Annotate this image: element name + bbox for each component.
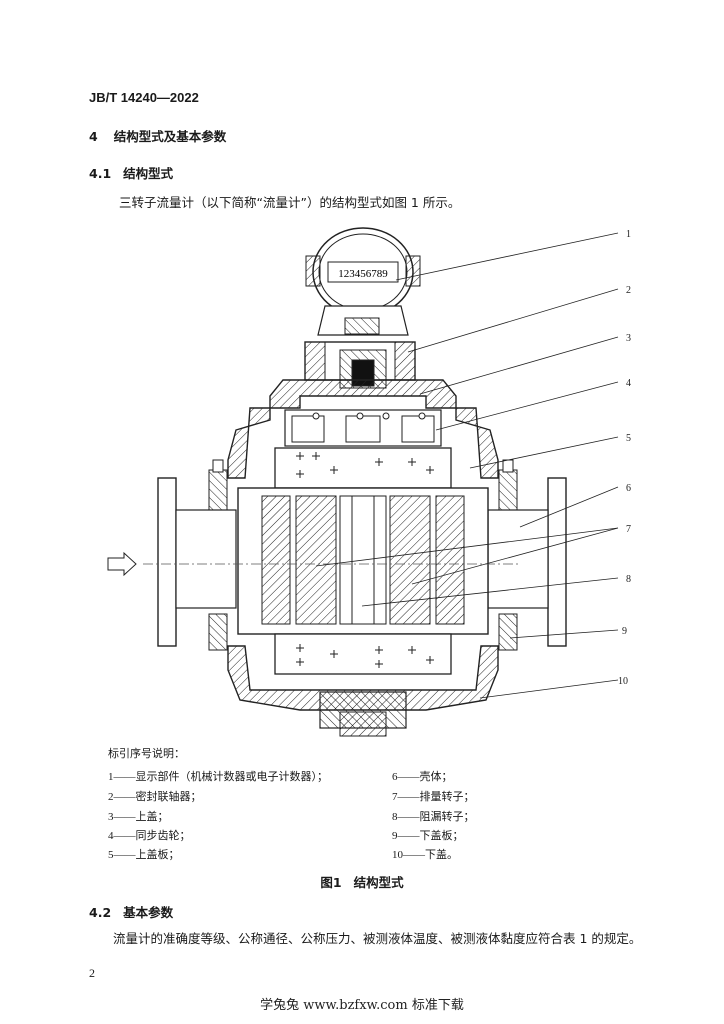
legend-title: 标引序号说明：	[108, 747, 185, 760]
section-4-number: 4	[89, 129, 98, 144]
lower-cover	[227, 645, 499, 711]
lower-plate	[274, 633, 452, 675]
callout-8: 8	[626, 574, 631, 585]
callout-4: 4	[626, 378, 631, 389]
legend-item: 4——同步齿轮；	[108, 829, 191, 842]
outlet-flange	[547, 477, 567, 647]
section-4-1-title: 结构型式	[123, 166, 174, 181]
upper-cover	[227, 379, 499, 479]
legend-item: 10——下盖。	[392, 848, 458, 861]
inlet-flange	[157, 477, 177, 647]
section-4-2-number: 4.2	[89, 905, 112, 920]
callout-10: 10	[618, 676, 628, 687]
flowmeter-structure-drawing: 1 2 3 4 5 6 7 8 9	[107, 227, 631, 737]
display-window	[327, 261, 399, 283]
legend-item: 7——排量转子；	[392, 790, 475, 803]
section-4-2-text: 流量计的准确度等级、公称通径、公称压力、被测液体温度、被测液体黏度应符合表 1 …	[113, 931, 642, 946]
section-4-1-text: 三转子流量计（以下简称“流量计”）的结构型式如图 1 所示。	[119, 195, 461, 210]
legend-item: 3——上盖；	[108, 810, 169, 823]
page-number: 2	[89, 966, 95, 980]
callout-9: 9	[622, 626, 627, 637]
figure-caption: 图1 结构型式	[0, 872, 724, 891]
section-4-heading: 4 结构型式及基本参数	[89, 126, 226, 145]
section-4-1-number: 4.1	[89, 166, 112, 181]
callout-1: 1	[626, 229, 631, 240]
section-4-2-title: 基本参数	[123, 905, 174, 920]
figure-caption-title: 结构型式	[353, 875, 404, 890]
display-head: 123456789	[305, 227, 421, 317]
callout-3: 3	[626, 333, 631, 344]
section-4-2-heading: 4.2 基本参数	[89, 902, 173, 921]
displacement-rotor-left	[295, 495, 337, 625]
legend-item: 9——下盖板；	[392, 829, 464, 842]
leader-lines	[315, 232, 619, 699]
legend-item: 2——密封联轴器；	[108, 790, 202, 803]
display-reading: 123456789	[338, 268, 388, 280]
upper-plate	[274, 447, 452, 489]
section-4-1-heading: 4.1 结构型式	[89, 163, 173, 182]
callout-5: 5	[626, 433, 631, 444]
callout-7: 7	[626, 524, 631, 535]
legend-item: 5——上盖板；	[108, 848, 180, 861]
legend-item: 6——壳体；	[392, 770, 453, 783]
standard-code: JB/T 14240—2022	[89, 90, 199, 105]
figure-caption-number: 图1	[320, 875, 342, 890]
footer-watermark: 学兔兔 www.bzfxw.com 标准下载	[260, 998, 464, 1013]
callout-6: 6	[626, 483, 631, 494]
legend-item: 8——阻漏转子；	[392, 810, 475, 823]
section-4-title: 结构型式及基本参数	[113, 129, 227, 144]
displacement-rotor-right	[389, 495, 431, 625]
legend-item: 1——显示部件（机械计数器或电子计数器）；	[108, 770, 328, 783]
callout-2: 2	[626, 285, 631, 296]
flow-direction-arrow	[107, 551, 137, 577]
